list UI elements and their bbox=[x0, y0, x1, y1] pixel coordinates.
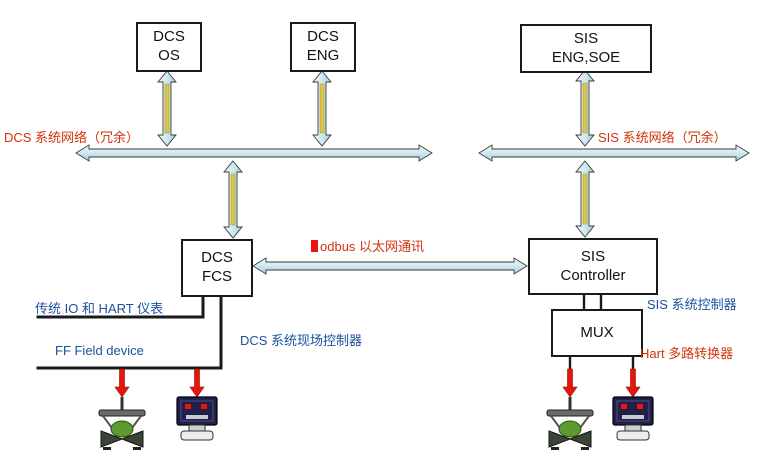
dcs-eng-link-stripe bbox=[319, 83, 325, 134]
ff-field-device-label: FF Field device bbox=[55, 343, 144, 358]
dcs-field-controller-label: DCS 系统现场控制器 bbox=[240, 333, 363, 348]
dcs-eng-line2: ENG bbox=[306, 47, 340, 64]
dcs-fcs-line2: FCS bbox=[202, 268, 232, 285]
dcs-fcs-line1: DCS bbox=[201, 249, 233, 267]
legacy-io-label: 传统 IO 和 HART 仪表 bbox=[35, 301, 164, 316]
dcs-os-link-stripe bbox=[164, 83, 170, 134]
dcs-bus-arrow bbox=[75, 144, 433, 162]
sis-network-label: SIS 系统网络（冗余） bbox=[598, 130, 727, 145]
control-valve-icon-right bbox=[546, 397, 594, 450]
control-valve-icon-left bbox=[98, 397, 146, 450]
sis-controller-line2: Controller bbox=[560, 266, 626, 284]
sis-system-controller-label: SIS 系统控制器 bbox=[647, 297, 737, 312]
transmitter-icon-left bbox=[176, 396, 218, 441]
sis-eng-soe-line1: SIS bbox=[573, 29, 599, 47]
dcs-os-line1: DCS bbox=[153, 28, 185, 46]
hart-io-line bbox=[36, 291, 205, 319]
dcs-eng-line1: DCS bbox=[307, 28, 339, 46]
valve-arrow-right bbox=[562, 368, 578, 398]
ff-field-line bbox=[36, 291, 223, 370]
ethernet-label-text: odbus 以太网通讯 bbox=[320, 239, 425, 254]
dcs-os-node: DCS OS bbox=[136, 22, 202, 72]
sis-controller-node: SIS Controller bbox=[528, 238, 658, 295]
dcs-network-label: DCS 系统网络（冗余） bbox=[4, 130, 140, 145]
sis-eng-soe-line2: ENG,SOE bbox=[551, 48, 621, 66]
dcs-os-line2: OS bbox=[158, 47, 180, 64]
transmitter-arrow-right bbox=[625, 368, 641, 398]
sis-eng-link-stripe bbox=[582, 82, 588, 134]
mux-label: MUX bbox=[580, 323, 614, 341]
dcs-fcs-node: DCS FCS bbox=[181, 239, 253, 297]
transmitter-icon-right bbox=[612, 396, 654, 441]
sis-bus-arrow bbox=[478, 144, 750, 162]
sis-eng-soe-node: SIS ENG,SOE bbox=[520, 24, 652, 73]
hart-mux-label: Hart 多路转换器 bbox=[640, 346, 734, 361]
dcs-eng-node: DCS ENG bbox=[290, 22, 356, 72]
dcs-fcs-link-stripe bbox=[230, 173, 236, 226]
sis-controller-link-stripe bbox=[582, 173, 588, 225]
sis-controller-line1: SIS bbox=[580, 247, 606, 265]
valve-arrow-left bbox=[114, 368, 130, 398]
modbus-m-icon bbox=[311, 240, 318, 252]
transmitter-arrow-left bbox=[189, 368, 205, 398]
ethernet-label: odbus 以太网通讯 bbox=[311, 236, 424, 255]
ethernet-bus-arrow bbox=[252, 257, 528, 275]
mux-node: MUX bbox=[551, 309, 643, 357]
